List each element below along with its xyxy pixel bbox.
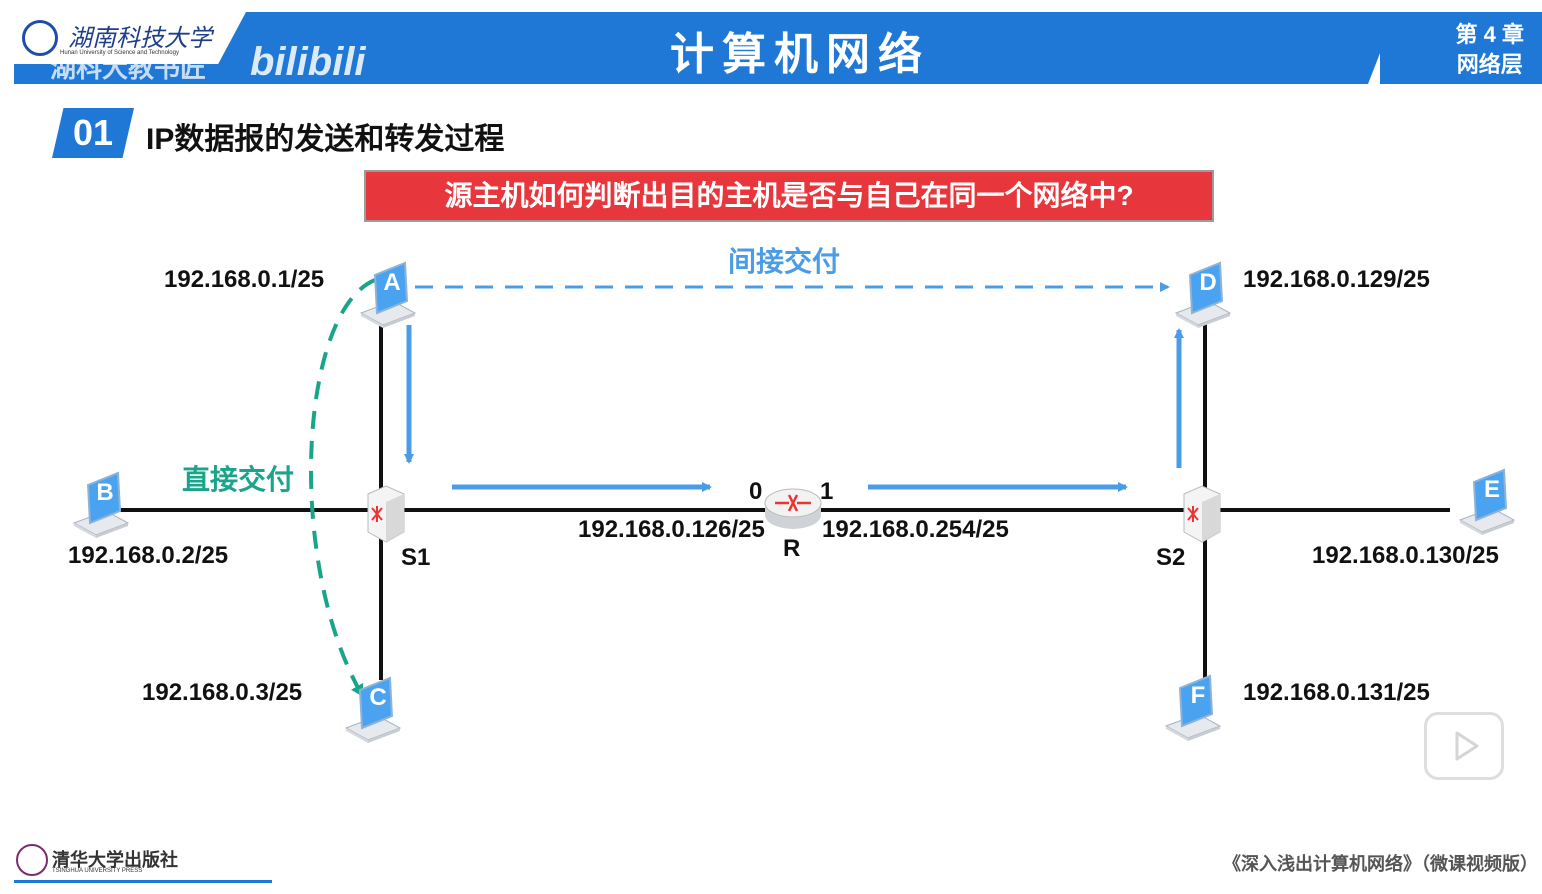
direct-delivery-label: 直接交付 [182, 464, 295, 495]
host-e-ip: 192.168.0.130/25 [1312, 542, 1499, 569]
router-port-1: 1 [820, 478, 834, 505]
book-title: 《深入浅出计算机网络》（微课视频版） [1223, 854, 1538, 874]
bilibili-logo: bilibili [250, 40, 366, 84]
section-number: 01 [52, 108, 134, 158]
host-f-letter: F [1191, 682, 1206, 709]
page-title: 计算机网络 [670, 30, 930, 79]
host-d-ip: 192.168.0.129/25 [1243, 266, 1430, 293]
watermark-text: 湖科大教书匠 [50, 53, 207, 83]
direct-delivery-arrow [309, 278, 376, 697]
publisher-name: 清华大学出版社 [52, 850, 178, 871]
router-port-0: 0 [749, 478, 763, 505]
question-box: 源主机如何判断出目的主机是否与自己在同一个网络中? [364, 170, 1214, 222]
host-a-letter: A [383, 269, 400, 296]
host-b-ip: 192.168.0.2/25 [68, 542, 229, 569]
host-b-letter: B [96, 479, 113, 506]
host-c-ip: 192.168.0.3/25 [142, 679, 303, 706]
host-a-ip: 192.168.0.1/25 [164, 266, 325, 293]
chapter-number: 第 4 章 [1455, 22, 1524, 47]
indirect-delivery-label: 间接交付 [728, 246, 841, 277]
chapter-label: 第 4 章 网络层 [1456, 20, 1524, 80]
play-button[interactable] [1424, 712, 1504, 780]
host-c-letter: C [369, 684, 386, 711]
host-e-letter: E [1484, 476, 1500, 503]
publisher-logo-icon [16, 844, 48, 876]
section-title: IP数据报的发送和转发过程 [146, 123, 505, 156]
router-label: R [783, 535, 801, 562]
switch-s1-label: S1 [401, 544, 431, 571]
chapter-box [1380, 12, 1542, 84]
footer-divider [14, 880, 272, 883]
switch-s2-label: S2 [1156, 544, 1186, 571]
play-icon [1455, 731, 1479, 761]
switch-s2-icon[interactable] [1183, 485, 1221, 543]
flow-arrows [404, 325, 1184, 492]
router-ip-1: 192.168.0.254/25 [822, 516, 1009, 543]
router-r-icon[interactable] [764, 488, 822, 529]
host-f-ip: 192.168.0.131/25 [1243, 679, 1430, 706]
chapter-name: 网络层 [1456, 52, 1523, 77]
router-ip-0: 192.168.0.126/25 [578, 516, 765, 543]
university-logo-icon [22, 20, 58, 56]
publisher-name-en: TSINGHUA UNIVERSITY PRESS [52, 868, 143, 874]
university-name-en: Hunan University of Science and Technolo… [60, 50, 179, 56]
university-name: 湖南科技大学 [68, 24, 212, 52]
host-d-letter: D [1199, 269, 1216, 296]
switch-s1-icon[interactable] [367, 485, 405, 543]
header-bar [14, 12, 1542, 84]
